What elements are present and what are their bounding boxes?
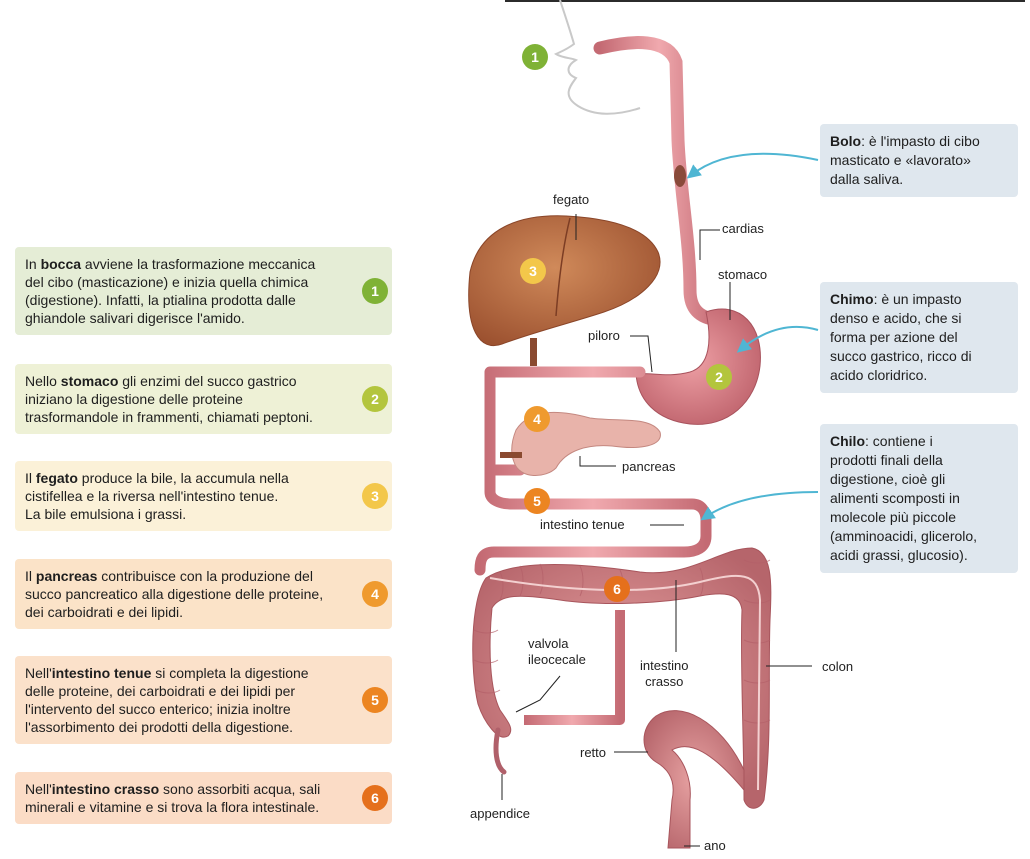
text-line: molecole più piccole <box>830 509 957 525</box>
diagram-badge-3: 3 <box>520 258 546 284</box>
diagram-badge-1: 1 <box>522 44 548 70</box>
text-line: In bocca avviene la trasformazione mecca… <box>25 256 316 272</box>
text-line: Nell'intestino crasso sono assorbiti acq… <box>25 781 321 797</box>
label-stomaco: stomaco <box>718 267 768 282</box>
bold-term: bocca <box>40 256 82 272</box>
step-text: Nell'intestino tenue si completa la dige… <box>25 664 348 736</box>
bolo-lump <box>674 165 686 187</box>
step-box-5: Nell'intestino tenue si completa la dige… <box>15 656 392 744</box>
step-box-1: In bocca avviene la trasformazione mecca… <box>15 247 392 335</box>
bold-term: intestino tenue <box>51 665 152 681</box>
label-colon: colon <box>822 659 854 674</box>
text-line: Chilo: contiene i <box>830 433 933 449</box>
step-text: In bocca avviene la trasformazione mecca… <box>25 255 348 327</box>
text-line: l'intervento del succo enterico; inizia … <box>25 701 291 717</box>
label-piloro: piloro <box>588 328 620 343</box>
step-badge: 5 <box>362 687 388 713</box>
text-line: succo gastrico, ricco di <box>830 348 972 364</box>
diagram-badge-2: 2 <box>706 364 732 390</box>
bold-term: Bolo <box>830 133 862 149</box>
step-badge: 2 <box>362 386 388 412</box>
label-pancreas: pancreas <box>622 459 676 474</box>
step-badge: 1 <box>362 278 388 304</box>
text-line: digestione, cioè gli <box>830 471 946 487</box>
text-line: iniziano la digestione delle proteine <box>25 391 243 407</box>
esophagus <box>593 36 725 327</box>
bold-term: Chilo <box>830 433 865 449</box>
liver-shape <box>468 215 661 346</box>
text-line: del cibo (masticazione) e inizia quella … <box>25 274 309 290</box>
face-profile <box>554 0 641 115</box>
bold-term: intestino crasso <box>51 781 160 797</box>
step-box-6: Nell'intestino crasso sono assorbiti acq… <box>15 772 392 824</box>
pancreas-shape <box>511 411 661 476</box>
text-line: Chimo: è un impasto <box>830 291 962 307</box>
bolo-arrow <box>686 152 819 179</box>
step-badge: 6 <box>362 785 388 811</box>
text-line: trasformandole in frammenti, chiamati pe… <box>25 409 313 425</box>
text-line: masticato e «lavorato» <box>830 152 971 168</box>
text-line: forma per azione del <box>830 329 958 345</box>
diagram-badge-4: 4 <box>524 406 550 432</box>
step-box-3: Il fegato produce la bile, la accumula n… <box>15 461 392 531</box>
rectum-shape <box>643 710 745 849</box>
label-cardias: cardias <box>722 221 764 236</box>
text-line: Nell'intestino tenue si completa la dige… <box>25 665 309 681</box>
text-line: cistifellea e la riversa nell'intestino … <box>25 488 279 504</box>
chimo-arrow <box>736 326 819 353</box>
bold-term: pancreas <box>35 568 98 584</box>
bold-term: Chimo <box>830 291 874 307</box>
text-line: minerali e vitamine e si trova la flora … <box>25 799 320 815</box>
text-line: Il pancreas contribuisce con la produzio… <box>25 568 313 584</box>
step-text: Nell'intestino crasso sono assorbiti acq… <box>25 780 348 816</box>
text-line: Il fegato produce la bile, la accumula n… <box>25 470 289 486</box>
label-intestino-crasso: intestino crasso <box>640 658 689 689</box>
label-ano: ano <box>704 838 726 853</box>
step-badge: 3 <box>362 483 388 509</box>
step-badge: 4 <box>362 581 388 607</box>
text-line: denso e acido, che si <box>830 310 962 326</box>
chilo-arrow <box>700 491 819 521</box>
label-intestino-tenue: intestino tenue <box>540 517 625 532</box>
stomach-shape <box>635 308 761 425</box>
step-text: Il fegato produce la bile, la accumula n… <box>25 469 348 523</box>
text-line: prodotti finali della <box>830 452 943 468</box>
text-line: La bile emulsiona i grassi. <box>25 506 187 522</box>
step-text: Il pancreas contribuisce con la produzio… <box>25 567 348 621</box>
step-box-2: Nello stomaco gli enzimi del succo gastr… <box>15 364 392 434</box>
info-box-bolo: Bolo: è l'impasto di cibo masticato e «la… <box>820 124 1018 197</box>
text-line: delle proteine, dei carboidrati e dei li… <box>25 683 296 699</box>
text-line: Nello stomaco gli enzimi del succo gastr… <box>25 373 297 389</box>
label-valvola-ileocecale: valvola ileocecale <box>528 636 586 667</box>
label-appendice: appendice <box>470 806 530 821</box>
text-line: succo pancreatico alla digestione delle … <box>25 586 324 602</box>
label-retto: retto <box>580 745 607 760</box>
text-line: dei carboidrati e dei lipidi. <box>25 604 183 620</box>
text-line: l'assorbimento dei prodotti della digest… <box>25 719 294 735</box>
label-fegato: fegato <box>553 192 590 207</box>
text-line: dalla saliva. <box>830 171 904 187</box>
bold-term: stomaco <box>60 373 119 389</box>
text-line: Bolo: è l'impasto di cibo <box>830 133 980 149</box>
top-rule <box>505 0 1025 2</box>
text-line: acidi grassi, glucosio). <box>830 547 968 563</box>
ileocecal-pipe <box>524 610 625 725</box>
text-line: alimenti scomposti in <box>830 490 960 506</box>
appendix-shape <box>493 727 507 775</box>
text-line: acido cloridrico. <box>830 367 928 383</box>
text-line: (digestione). Infatti, la ptialina prodo… <box>25 292 296 308</box>
step-box-4: Il pancreas contribuisce con la produzio… <box>15 559 392 629</box>
text-line: ghiandole salivari digerisce l'amido. <box>25 310 245 326</box>
diagram-badge-6: 6 <box>604 576 630 602</box>
diagram-badge-5: 5 <box>524 488 550 514</box>
step-text: Nello stomaco gli enzimi del succo gastr… <box>25 372 348 426</box>
info-box-chimo: Chimo: è un impasto denso e acido, che si… <box>820 282 1018 393</box>
bold-term: fegato <box>35 470 78 486</box>
info-box-chilo: Chilo: contiene i prodotti finali della di… <box>820 424 1018 573</box>
text-line: (amminoacidi, glicerolo, <box>830 528 978 544</box>
